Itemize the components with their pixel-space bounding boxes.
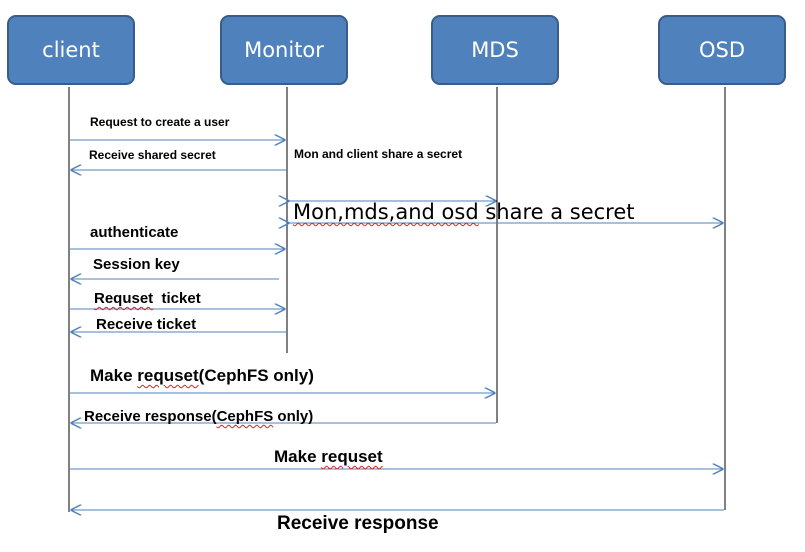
label-make-request-prefix: Make	[274, 447, 322, 466]
label-mon-mds-osd-suffix: share a secret	[478, 200, 635, 224]
label-make-request-cephfs: Make requset(CephFS only)	[90, 366, 314, 386]
label-mon-mds-osd-prefix: Mon,mds,and osd	[293, 200, 479, 224]
actor-monitor-label: Monitor	[244, 38, 324, 62]
label-mon-mds-osd-share-secret: Mon,mds,and osd share a secret	[293, 200, 635, 224]
actor-monitor: Monitor	[220, 15, 348, 85]
label-receive-ticket: Receive ticket	[96, 316, 197, 333]
label-request-ticket: Requset ticket	[94, 290, 201, 307]
label-receive-shared-secret: Receive shared secret	[89, 148, 216, 162]
label-receive-response-cephfs-rest: only)	[273, 408, 314, 425]
label-make-request: Make requset	[274, 447, 383, 467]
label-authenticate: authenticate	[90, 224, 179, 241]
label-receive-response-cephfs-prefix: Receive response(	[84, 408, 217, 425]
label-receive-response-cephfs: Receive response(CephFS only)	[84, 408, 313, 425]
actor-mds: MDS	[431, 15, 559, 85]
label-make-request-cephfs-word: requset	[137, 366, 199, 385]
label-make-request-cephfs-rest: (CephFS only)	[198, 366, 314, 385]
label-receive-response: Receive response	[277, 513, 439, 534]
label-mon-client-share-secret: Mon and client share a secret	[294, 147, 463, 161]
actor-client-label: client	[42, 38, 100, 62]
label-request-ticket-rest: ticket	[153, 290, 201, 307]
actor-client: client	[7, 15, 135, 85]
actor-mds-label: MDS	[471, 38, 519, 62]
label-session-key: Session key	[93, 256, 180, 273]
actor-osd-label: OSD	[698, 38, 746, 62]
label-request-create-user: Request to create a user	[90, 115, 230, 129]
label-make-request-word: requset	[321, 447, 383, 466]
label-make-request-cephfs-prefix: Make	[90, 366, 138, 385]
label-receive-response-cephfs-word: CephFS	[216, 408, 274, 425]
label-request-ticket-word: Requset	[94, 290, 154, 307]
actor-osd: OSD	[658, 15, 786, 85]
